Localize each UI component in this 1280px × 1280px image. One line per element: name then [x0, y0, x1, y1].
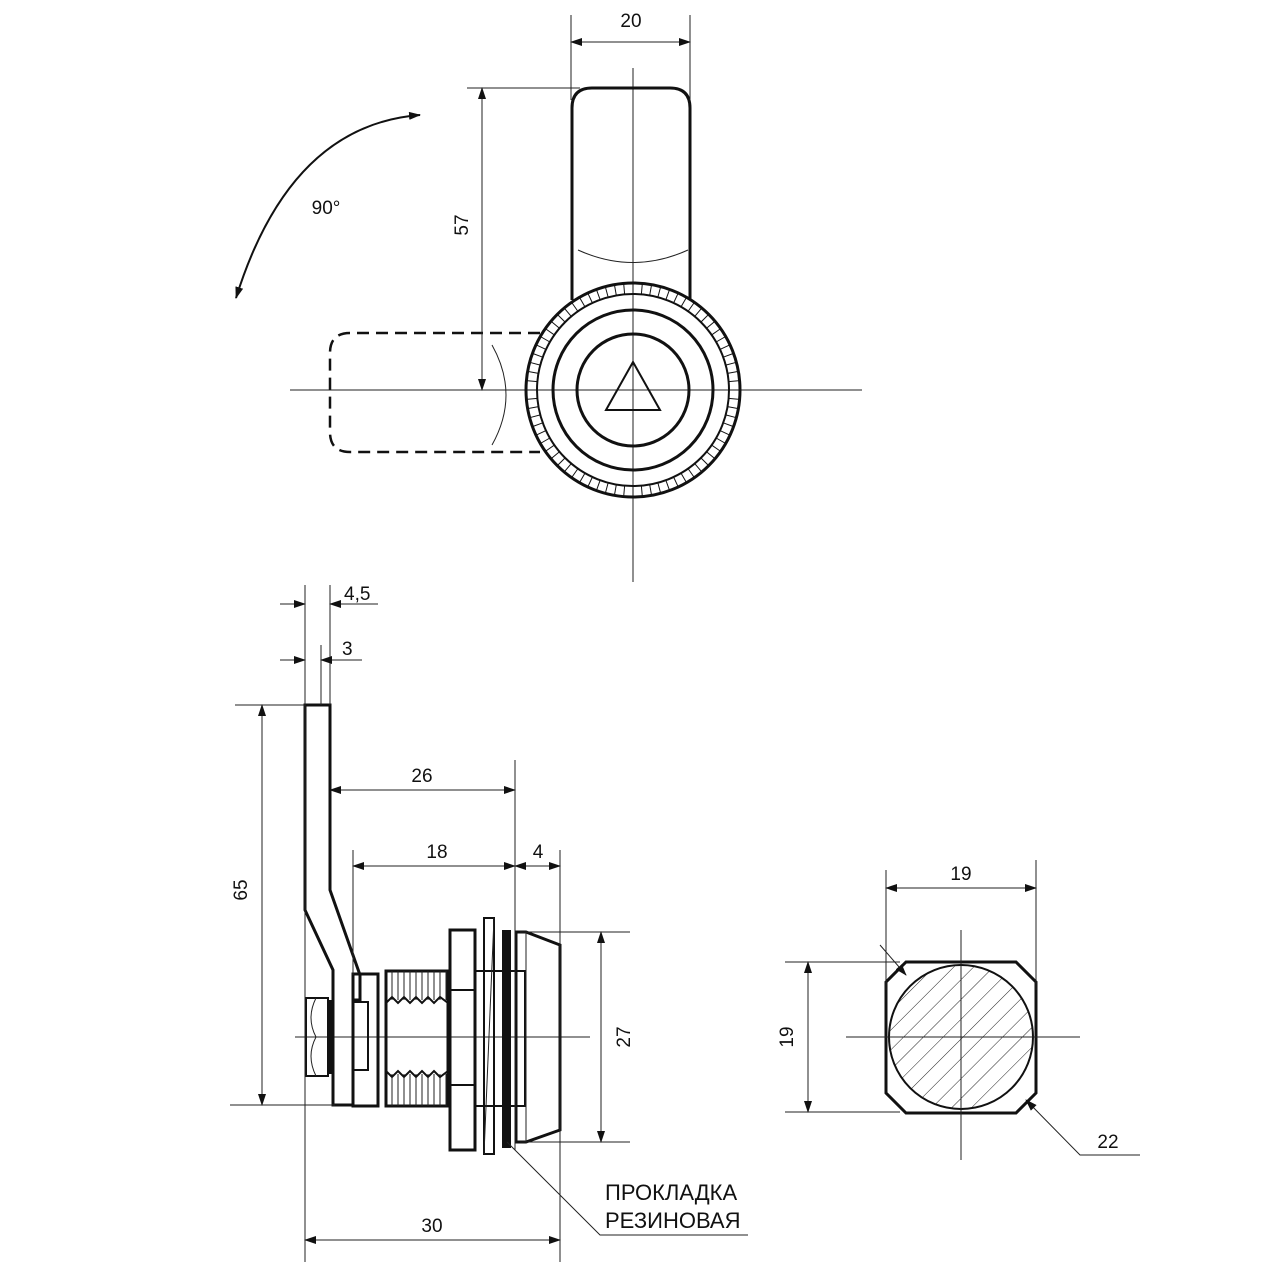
knurl-tick — [550, 451, 560, 460]
knurl-tick — [595, 480, 601, 491]
knurl-tick — [727, 370, 739, 374]
knurl-tick — [563, 463, 572, 473]
knurl-tick — [540, 437, 551, 444]
knurl-tick — [694, 463, 703, 473]
shaft-section — [884, 960, 1038, 1115]
knurl-tick — [657, 286, 662, 298]
knurl-tick — [665, 480, 671, 491]
dim-26: 26 — [411, 766, 432, 787]
dim-section-width-19: 19 — [950, 864, 971, 885]
dim-section-height-19: 19 — [777, 1026, 798, 1047]
dim-plate-offset-4-5: 4,5 — [344, 584, 370, 605]
knurl-tick — [527, 406, 539, 410]
knurl-tick — [623, 283, 626, 295]
knurl-tick — [725, 414, 737, 419]
knurl-tick — [563, 307, 572, 317]
section-view: 19 19 22 — [777, 860, 1140, 1160]
dim-diameter-22: 22 — [1097, 1132, 1118, 1153]
knurl-tick — [649, 284, 653, 296]
knurl-tick — [706, 451, 716, 460]
knurl-tick — [640, 283, 643, 295]
triangle-key-icon — [604, 359, 662, 411]
knurl-tick — [604, 286, 609, 298]
side-view: 4,5 3 65 26 18 4 27 30 ПРОКЛАДКА РЕЗИНОВ… — [230, 584, 748, 1262]
rotation-arc — [235, 111, 421, 299]
dim-lever-height-65: 65 — [231, 879, 252, 900]
knurl-tick — [579, 472, 586, 483]
knurl-tick — [556, 457, 566, 467]
knurl-tick — [715, 437, 726, 444]
knurl-tick — [657, 482, 662, 494]
knurl-tick — [706, 320, 716, 329]
knurl-tick — [613, 284, 617, 296]
knurl-tick — [727, 406, 739, 410]
knurl-tick — [571, 302, 579, 312]
knurl-tick — [728, 397, 740, 400]
knurl-tick — [673, 476, 679, 488]
knurl-tick — [526, 397, 538, 400]
knurl-tick — [640, 485, 643, 497]
knurl-tick — [673, 292, 679, 304]
dim-height-57: 57 — [452, 214, 473, 235]
gasket-leader — [506, 1141, 748, 1236]
knurl-tick — [540, 336, 551, 343]
knurl-tick — [623, 485, 626, 497]
dim-body-18: 18 — [426, 842, 447, 863]
knurl-tick — [711, 444, 721, 452]
knurl-tick — [556, 313, 566, 323]
knurl-tick — [719, 430, 731, 436]
knurl-tick — [680, 297, 687, 308]
knurl-tick — [719, 344, 731, 350]
knurl-tick — [687, 468, 695, 478]
knurl-tick — [535, 430, 547, 436]
knurl-tick — [532, 352, 543, 358]
knurl-tick — [665, 289, 671, 300]
knurled-head — [524, 281, 742, 499]
knurl-tick — [571, 468, 579, 478]
hex-nut — [448, 928, 477, 1152]
gasket-label-line2: РЕЗИНОВАЯ — [605, 1208, 740, 1233]
dim-plate-thickness-3: 3 — [342, 639, 353, 660]
knurl-tick — [604, 482, 609, 494]
knurl-tick — [579, 297, 586, 308]
knurl-tick — [725, 361, 737, 366]
dim-total-30: 30 — [421, 1216, 442, 1237]
dim-width-20: 20 — [620, 11, 641, 32]
gasket-label-line1: ПРОКЛАДКА — [605, 1180, 737, 1205]
dim-head-diameter-27: 27 — [614, 1026, 635, 1047]
knurl-tick — [526, 380, 538, 383]
knurl-tick — [532, 422, 543, 428]
knurl-tick — [535, 344, 547, 350]
lever-open-dashed — [328, 331, 540, 454]
lock-washer — [483, 917, 495, 1155]
knurl-tick — [595, 289, 601, 300]
dim-head-4: 4 — [533, 842, 544, 863]
knurl-tick — [587, 476, 593, 488]
knurl-tick — [545, 328, 555, 336]
knurl-tick — [687, 302, 695, 312]
knurl-tick — [529, 361, 541, 366]
knurl-tick — [545, 444, 555, 452]
knurl-tick — [700, 457, 710, 467]
knurl-tick — [728, 380, 740, 383]
top-view: 20 57 90° — [235, 11, 862, 582]
dim-angle-90: 90° — [312, 198, 341, 219]
lever-closed — [570, 86, 692, 300]
knurl-tick — [587, 292, 593, 304]
knurl-tick — [700, 313, 710, 323]
rubber-gasket — [502, 930, 511, 1148]
knurl-tick — [711, 328, 721, 336]
knurl-tick — [680, 472, 687, 483]
knurl-tick — [649, 484, 653, 496]
knurl-tick — [715, 336, 726, 343]
knurl-tick — [723, 422, 734, 428]
knurl-tick — [613, 484, 617, 496]
knurl-tick — [527, 370, 539, 374]
knurl-tick — [529, 414, 541, 419]
threaded-body — [384, 969, 450, 1108]
knurl-tick — [723, 352, 734, 358]
knurl-tick — [694, 307, 703, 317]
knurl-tick — [550, 320, 560, 329]
